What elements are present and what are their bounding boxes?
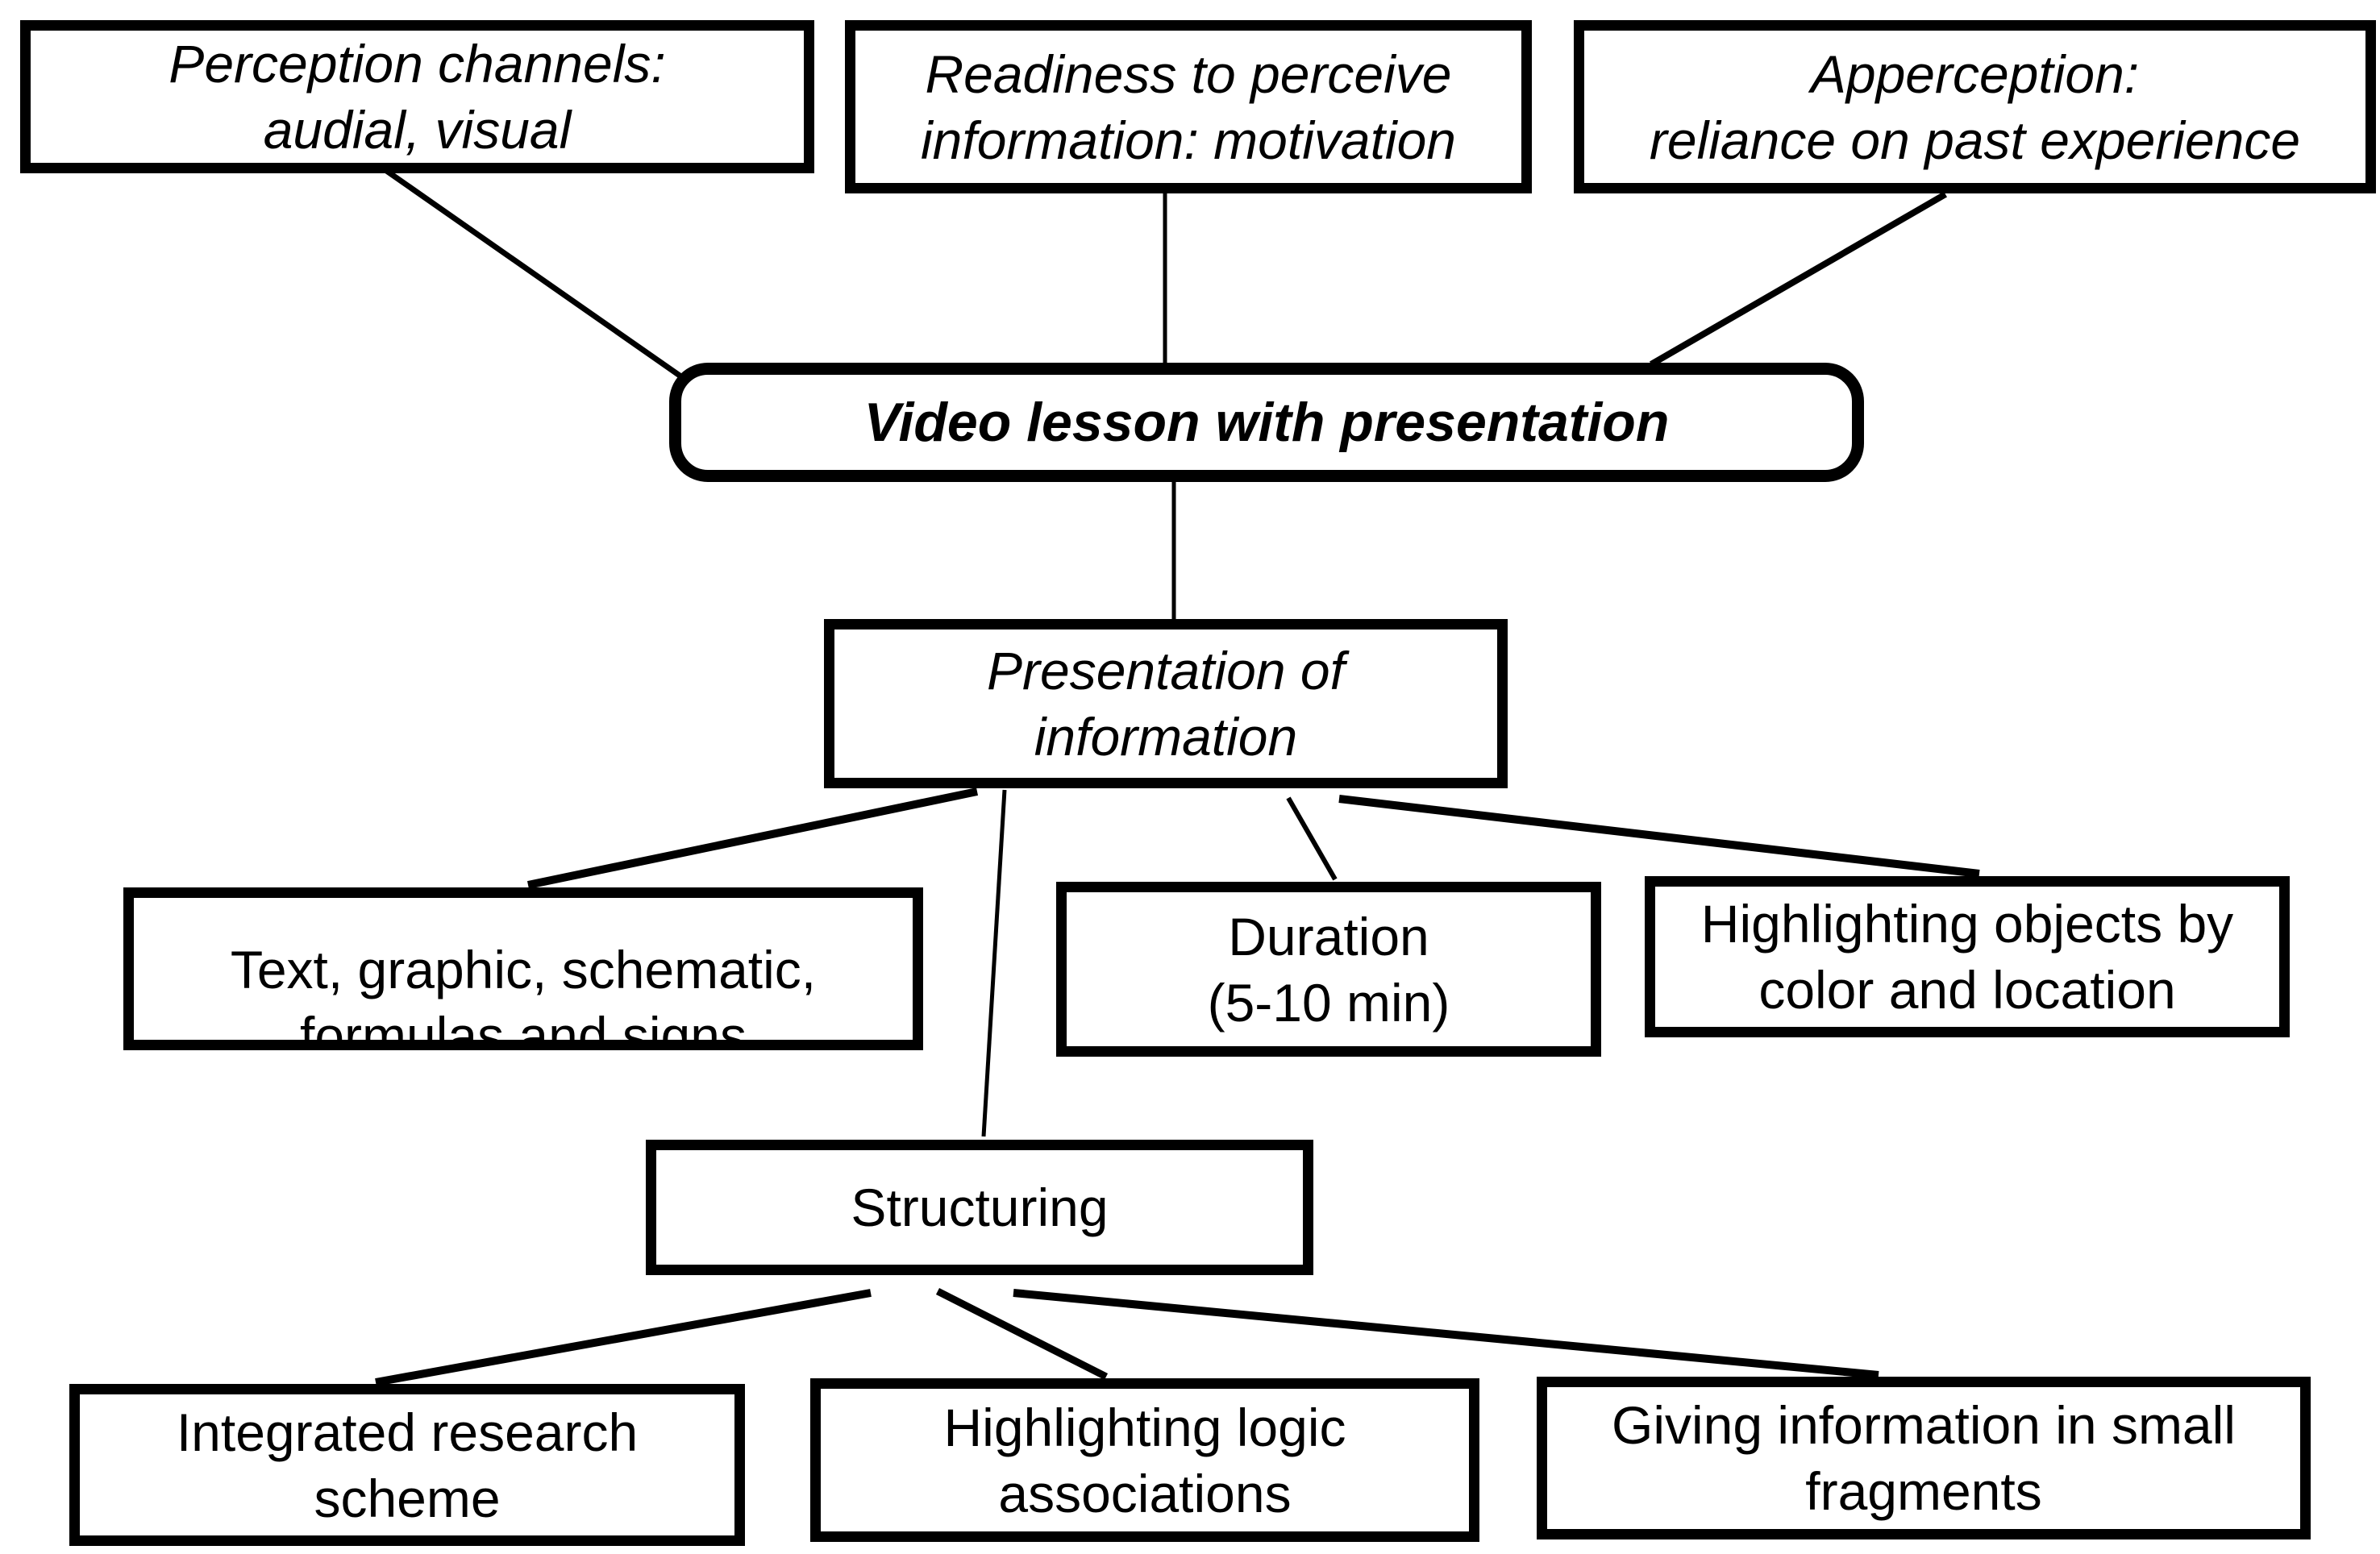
edge-presentation_of_information-to-structuring: [981, 789, 1007, 1137]
node-label: Giving information in small fragments: [1612, 1395, 2236, 1521]
edge-structuring-to-giving_information: [1013, 1289, 1879, 1379]
edge-apperception-to-video_lesson: [1649, 191, 1948, 368]
edge-structuring-to-highlighting_logic: [935, 1287, 1109, 1381]
edge-structuring-to-integrated_research: [375, 1289, 872, 1386]
node-readiness-to-perceive: Readiness to perceive information: motiv…: [845, 20, 1532, 193]
node-giving-information-fragments: Giving information in small fragments: [1537, 1377, 2311, 1539]
node-label: Video lesson with presentation: [863, 392, 1670, 453]
node-label: Highlighting logic associations: [943, 1397, 1346, 1523]
node-label: Presentation of information: [987, 641, 1345, 767]
edge-presentation_of_information-to-duration: [1286, 796, 1338, 881]
node-label: Apperception: reliance on past experienc…: [1649, 44, 2301, 170]
node-structuring: Structuring: [646, 1140, 1313, 1275]
node-highlighting-logic-associations: Highlighting logic associations: [810, 1378, 1479, 1542]
node-label: Integrated research scheme: [176, 1402, 639, 1528]
node-label: Structuring: [851, 1178, 1109, 1237]
edge-presentation_of_information-to-highlighting_objects: [1338, 795, 1980, 878]
node-label: Duration (5-10 min): [1207, 906, 1450, 1033]
node-integrated-research-scheme: Integrated research scheme: [69, 1384, 745, 1546]
node-label: Perception channels: audial, visual: [169, 34, 666, 160]
node-text-graphic-schematic: Text, graphic, schematic, formulas and s…: [123, 887, 923, 1050]
edge-perception_channels-to-video_lesson: [383, 168, 684, 380]
edge-presentation_of_information-to-text_graphic: [526, 787, 979, 889]
node-apperception: Apperception: reliance on past experienc…: [1574, 20, 2376, 193]
node-label: Text, graphic, schematic, formulas and s…: [230, 940, 817, 1050]
node-highlighting-objects: Highlighting objects by color and locati…: [1645, 876, 2290, 1037]
node-presentation-of-information: Presentation of information: [824, 619, 1508, 788]
node-video-lesson-with-presentation: Video lesson with presentation: [669, 363, 1864, 482]
node-perception-channels: Perception channels: audial, visual: [20, 20, 814, 173]
node-label: Highlighting objects by color and locati…: [1700, 894, 2234, 1020]
node-duration: Duration (5-10 min): [1056, 882, 1601, 1057]
node-label: Readiness to perceive information: motiv…: [921, 44, 1456, 170]
